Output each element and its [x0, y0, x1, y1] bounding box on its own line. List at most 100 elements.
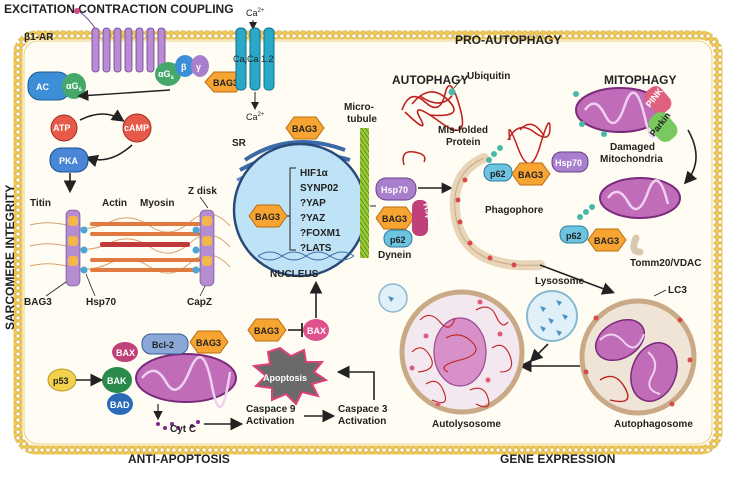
- gene-yaz: ?YAZ: [300, 213, 325, 224]
- bag3-bax-inhibitor: [247, 318, 287, 342]
- pka-kinase: [49, 147, 89, 173]
- svg-text:PKA: PKA: [59, 156, 79, 166]
- svg-text:BAD: BAD: [110, 400, 130, 410]
- svg-text:Mis-folded: Mis-folded: [438, 125, 488, 136]
- dna-strand: [257, 251, 355, 261]
- svg-text:BAK: BAK: [107, 376, 127, 386]
- section-pro-autophagy: PRO-AUTOPHAGY: [455, 33, 561, 47]
- adenylyl-cyclase: AC αGs: [27, 71, 86, 101]
- svg-text:Z disk: Z disk: [188, 186, 217, 197]
- svg-text:CapZ: CapZ: [187, 297, 212, 308]
- camp-molecule: [122, 113, 152, 143]
- svg-text:γ: γ: [196, 62, 201, 72]
- svg-text:Dynein: Dynein: [378, 250, 411, 261]
- microtubule: [360, 128, 369, 258]
- section-gene-expression: GENE EXPRESSION: [500, 452, 615, 466]
- bcl2-protein: [141, 333, 189, 355]
- svg-text:Lysosome: Lysosome: [535, 276, 585, 287]
- atp-molecule: [50, 114, 78, 142]
- svg-text:ATP: ATP: [53, 123, 70, 133]
- svg-text:Myosin: Myosin: [140, 198, 174, 209]
- svg-text:MITOPHAGY: MITOPHAGY: [604, 73, 676, 87]
- svg-text:Hsp70: Hsp70: [381, 185, 408, 195]
- misfolded-protein-cargo: [507, 122, 551, 165]
- bag3-apoptosis: [189, 330, 229, 354]
- svg-text:SR: SR: [232, 138, 247, 149]
- svg-text:Activation: Activation: [338, 416, 386, 427]
- svg-text:Actin: Actin: [102, 198, 127, 209]
- gene-yap: ?YAP: [300, 198, 326, 209]
- svg-text:Titin: Titin: [30, 198, 51, 209]
- damaged-mitochondrion: [575, 87, 665, 139]
- svg-text:BAG3: BAG3: [213, 78, 238, 88]
- hsp70-phagophore: [551, 151, 589, 173]
- gene-lats: ?LATS: [300, 243, 332, 254]
- svg-text:Caspace 9: Caspace 9: [246, 404, 296, 415]
- bad-protein: [107, 393, 133, 415]
- cav12-channel: Ca2+ CavCa 1.2 Ca2+: [233, 8, 275, 122]
- svg-text:Ca2+: Ca2+: [246, 8, 265, 18]
- svg-text:Ca2+: Ca2+: [246, 112, 265, 122]
- svg-text:Mitochondria: Mitochondria: [600, 154, 663, 165]
- misfolded-protein: [401, 84, 464, 132]
- p62-mitophagy: [559, 225, 589, 244]
- svg-text:β: β: [181, 62, 187, 72]
- svg-text:tubule: tubule: [347, 114, 377, 125]
- svg-text:BAG3: BAG3: [382, 214, 407, 224]
- cytochrome-c: [156, 420, 200, 430]
- g-protein-complex: αGs β γ: [155, 55, 209, 86]
- svg-text:p62: p62: [566, 231, 582, 241]
- svg-text:Hsp70: Hsp70: [86, 297, 116, 308]
- bag3-sr: [285, 116, 325, 140]
- svg-text:BAX: BAX: [116, 348, 135, 358]
- bag3-phagophore: [511, 162, 551, 186]
- svg-text:BAG3: BAG3: [518, 170, 543, 180]
- svg-text:cAMP: cAMP: [124, 123, 149, 133]
- svg-text:Phagophore: Phagophore: [485, 205, 544, 216]
- bag3-mitophagy: [587, 228, 627, 252]
- svg-text:BAG3: BAG3: [24, 297, 52, 308]
- section-anti-apoptosis: ANTI-APOPTOSIS: [128, 452, 230, 466]
- svg-text:CavCa 1.2: CavCa 1.2: [233, 54, 274, 66]
- svg-text:BAG3: BAG3: [255, 212, 280, 222]
- svg-text:Bcl-2: Bcl-2: [152, 340, 174, 350]
- svg-text:Autolysosome: Autolysosome: [432, 419, 501, 430]
- mitochondrion-tagged: [599, 177, 681, 219]
- apoptosis-mitochondrion: [135, 353, 237, 409]
- svg-text:BAG3: BAG3: [254, 326, 279, 336]
- svg-text:BAG3: BAG3: [196, 338, 221, 348]
- svg-text:Damaged: Damaged: [610, 142, 655, 153]
- lysosome: [526, 290, 578, 342]
- nucleus-label: NUCLEUS: [270, 269, 319, 280]
- section-sarcomere-integrity: SARCOMERE INTEGRITY: [3, 185, 17, 330]
- gene-hif1a: HIF1α: [300, 168, 329, 179]
- svg-text:Autophagosome: Autophagosome: [614, 419, 693, 430]
- svg-text:Caspace 3: Caspace 3: [338, 404, 388, 415]
- bax-protein: [112, 342, 138, 362]
- svg-text:BAX: BAX: [307, 326, 326, 336]
- svg-text:Hsp70: Hsp70: [555, 158, 582, 168]
- beta1-ar-receptor: β1-AR: [24, 8, 166, 73]
- gene-foxm1: ?FOXM1: [300, 228, 341, 239]
- svg-text:BAG3: BAG3: [292, 124, 317, 134]
- svg-text:p62: p62: [490, 169, 506, 179]
- sarcomere-structure: Titin Actin Myosin Z disk: [24, 186, 231, 308]
- autolysosome: [399, 289, 525, 415]
- autophagosome: [579, 298, 697, 416]
- svg-text:AUTOPHAGY: AUTOPHAGY: [392, 73, 468, 87]
- gene-synp02: SYNP02: [300, 183, 339, 194]
- section-excitation-coupling: EXCITATION CONTRACTION COUPLING: [4, 2, 234, 16]
- bak-protein: [102, 367, 132, 393]
- bax-protein-cytosol: [303, 319, 329, 341]
- svg-text:AC: AC: [36, 82, 49, 92]
- svg-text:αGs: αGs: [158, 69, 175, 81]
- svg-text:Cyt C: Cyt C: [170, 424, 196, 435]
- svg-text:BAG3: BAG3: [594, 236, 619, 246]
- svg-text:p62: p62: [390, 235, 406, 245]
- svg-text:LC3: LC3: [668, 285, 687, 296]
- svg-text:Micro-: Micro-: [344, 102, 374, 113]
- apoptosis-burst: [251, 346, 329, 406]
- svg-text:Ubiquitin: Ubiquitin: [467, 71, 510, 82]
